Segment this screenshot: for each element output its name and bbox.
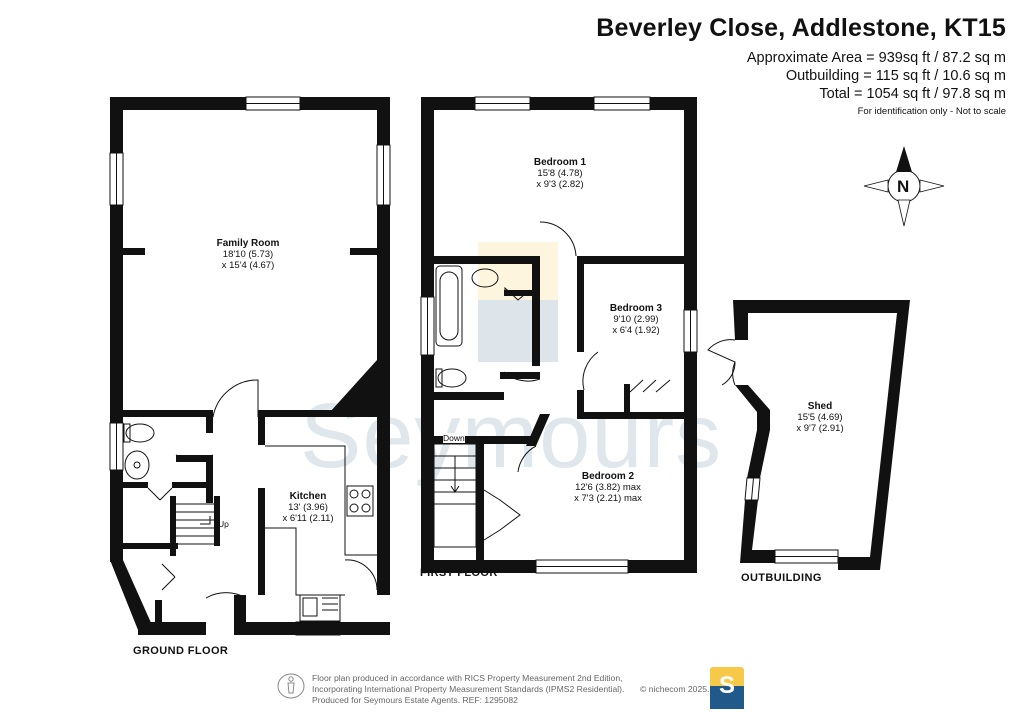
kitchen-label: Kitchen 13' (3.96) x 6'11 (2.11) (282, 491, 333, 524)
footer-line: Floor plan produced in accordance with R… (312, 673, 623, 683)
room-dimension: 18'10 (5.73) (222, 249, 274, 260)
copyright-text: © nichecom 2025. (640, 684, 710, 694)
room-name: Kitchen (289, 491, 327, 502)
bedroom-2-label: Bedroom 2 12'6 (3.82) max x 7'3 (2.21) m… (574, 471, 642, 504)
room-dimension: x 9'7 (2.91) (796, 423, 844, 434)
ground-floor-fixtures (123, 379, 378, 622)
room-name: Bedroom 3 (609, 303, 663, 314)
room-dimension: x 15'4 (4.67) (221, 260, 275, 271)
footer-line: Produced for Seymours Estate Agents. REF… (312, 695, 518, 705)
room-name: Bedroom 1 (533, 157, 587, 168)
room-dimension: x 9'3 (2.82) (536, 179, 584, 190)
room-dimension: 15'5 (4.69) (797, 412, 843, 423)
room-dimension: x 6'11 (2.11) (282, 513, 334, 524)
area-summary: Approximate Area = 939sq ft / 87.2 sq m … (747, 49, 1006, 103)
room-dimension: x 6'4 (1.92) (612, 325, 660, 336)
first-floor-walls (421, 97, 697, 573)
ground-floor-walls (110, 97, 390, 635)
north-compass-icon (863, 146, 945, 227)
identification-note: For identification only - Not to scale (857, 106, 1006, 117)
family-room-label: Family Room 18'10 (5.73) x 15'4 (4.67) (217, 238, 280, 271)
room-dimension: 15'8 (4.78) (537, 168, 583, 179)
outbuilding-area: Outbuilding = 115 sq ft / 10.6 sq m (785, 68, 1006, 84)
room-dimension: 9'10 (2.99) (613, 314, 659, 325)
footer-figure-icon (277, 673, 305, 699)
outbuilding-label: OUTBUILDING (741, 572, 822, 584)
first-floor-fixtures (433, 221, 671, 548)
ground-floor-label: GROUND FLOOR (133, 645, 229, 657)
logo-letter: S (719, 672, 736, 699)
seymours-logo-icon (710, 667, 744, 709)
property-title: Beverley Close, Addlestone, KT15 (596, 14, 1006, 42)
approximate-area: Approximate Area = 939sq ft / 87.2 sq m (746, 50, 1006, 66)
room-dimension: 13' (3.96) (288, 502, 328, 513)
room-name: Shed (807, 401, 833, 412)
outbuilding-walls (733, 300, 910, 570)
first-floor-label: FIRST FLOOR (420, 567, 498, 579)
bedroom-3-label: Bedroom 3 9'10 (2.99) x 6'4 (1.92) (610, 303, 662, 336)
room-name: Family Room (216, 238, 280, 249)
footer-line: Incorporating International Property Mea… (312, 684, 625, 694)
shed-label: Shed 15'5 (4.69) x 9'7 (2.91) (796, 401, 843, 434)
stairs-up-label: Up (218, 519, 229, 529)
footer-disclaimer: Floor plan produced in accordance with R… (312, 673, 624, 706)
first-floor-windows (420, 96, 698, 574)
room-dimension: x 7'3 (2.21) max (574, 493, 642, 504)
total-area: Total = 1054 sq ft / 97.8 sq m (819, 86, 1006, 102)
room-dimension: 12'6 (3.82) max (575, 482, 641, 493)
room-name: Bedroom 2 (581, 471, 635, 482)
bedroom-1-label: Bedroom 1 15'8 (4.78) x 9'3 (2.82) (534, 157, 586, 190)
outbuilding-windows (707, 339, 839, 564)
compass-label: N (897, 177, 910, 196)
stairs-down-label: Down (443, 433, 465, 443)
ground-floor-windows (109, 96, 391, 636)
